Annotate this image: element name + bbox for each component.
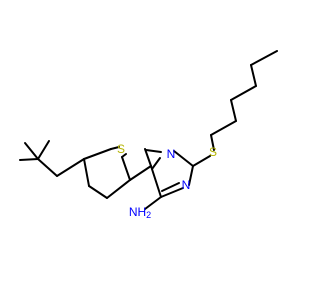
bond (210, 120, 237, 136)
bond (24, 142, 39, 160)
bond (37, 158, 58, 177)
atom-label-amine-sub: 2 (146, 210, 151, 220)
bond (250, 50, 278, 66)
bond (83, 158, 90, 187)
bond (144, 196, 162, 210)
bond (173, 150, 194, 167)
bond (192, 155, 211, 167)
bond (250, 64, 257, 87)
atom-label: N (167, 147, 176, 161)
bond (121, 153, 127, 158)
molecule-canvas: S N N S NH2 (19, 50, 278, 220)
bond (210, 134, 215, 151)
bond (106, 179, 131, 199)
atom-label-amine-main: NH (129, 205, 146, 219)
atom-label: S (209, 145, 217, 159)
bond (160, 187, 184, 198)
bond (121, 156, 131, 181)
bond (144, 148, 152, 167)
bond (145, 149, 162, 153)
bond (151, 157, 161, 170)
bond (56, 158, 85, 177)
bond (129, 165, 152, 181)
bond (161, 182, 180, 192)
bond (83, 148, 112, 160)
atom-label: S (117, 142, 125, 156)
bond (88, 185, 108, 199)
bond (150, 165, 162, 198)
bond (230, 99, 237, 122)
bond (19, 158, 39, 161)
bond (230, 85, 257, 101)
bond (188, 165, 194, 186)
bond (37, 140, 50, 160)
atom-labels: S N N S NH2 (117, 142, 217, 220)
molecule-structure: S N N S NH2 (19, 50, 278, 220)
bonds (19, 50, 278, 210)
bond (110, 146, 120, 150)
atom-label: N (182, 178, 191, 192)
atom-label-amine: NH2 (129, 205, 151, 220)
